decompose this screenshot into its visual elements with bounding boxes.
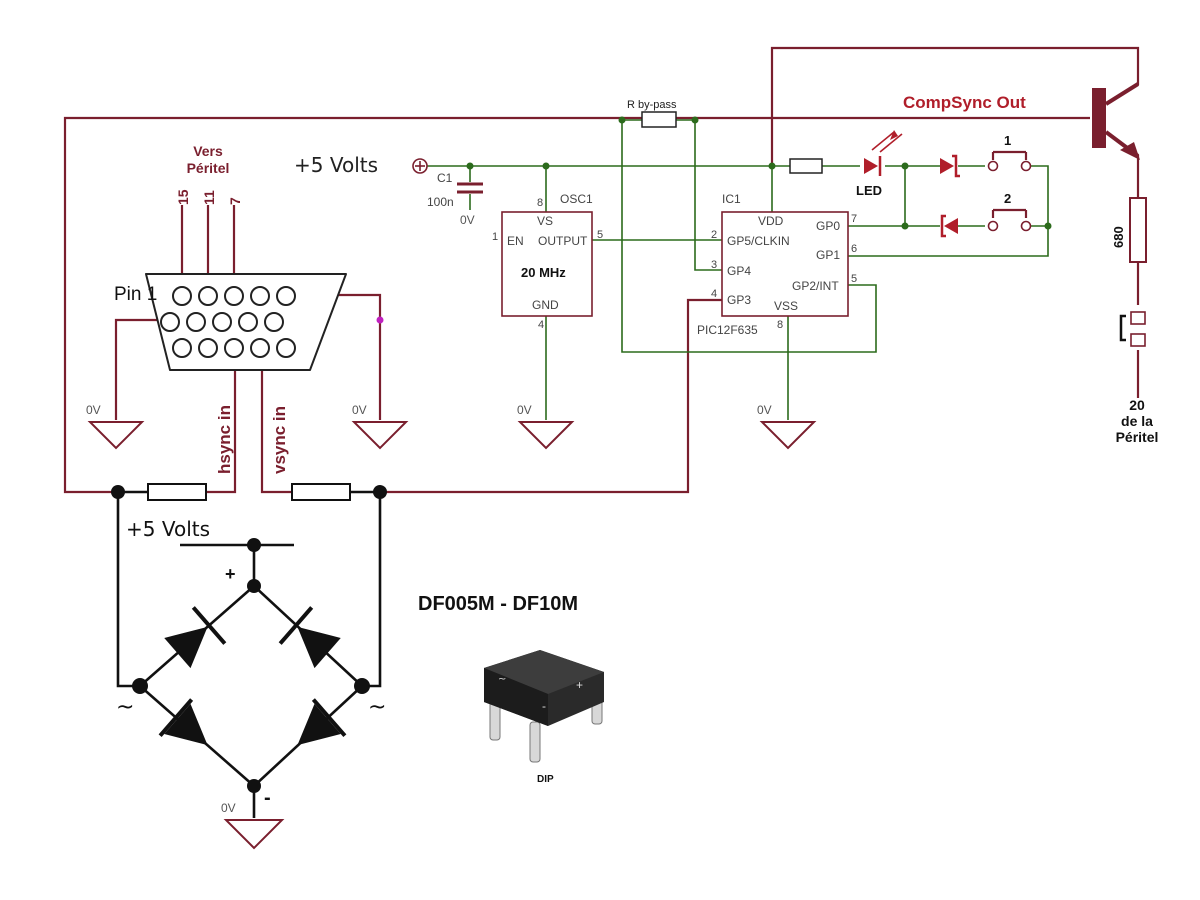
connector-pin-11: 11: [201, 190, 217, 205]
mcu-pin-num-gp1: 6: [851, 243, 857, 255]
connector-pins: [160, 286, 296, 358]
osc-pin-num-vs: 8: [537, 197, 543, 209]
osc-pin-num-gnd: 4: [538, 319, 544, 331]
bridge-ac-right: ~: [368, 695, 386, 720]
resistor-led: [789, 158, 823, 174]
bridge-diodes: [158, 606, 347, 746]
ground-mcu: [759, 421, 817, 450]
transistor-symbol: [1092, 82, 1140, 160]
mcu-box: [721, 211, 849, 317]
vsync-label: vsync in: [270, 406, 289, 474]
mcu-pin-vss: VSS: [774, 299, 798, 313]
ground-label-mcu: 0V: [757, 403, 772, 417]
compsync-out-label: CompSync Out: [903, 93, 1026, 112]
maroon-wires: [63, 46, 1140, 494]
mcu-pin-gp0: GP0: [816, 219, 840, 233]
mcu-pin-num-gp0: 7: [851, 213, 857, 225]
db15-connector: [145, 273, 347, 371]
junction-dots: [111, 116, 1052, 793]
osc-pin-num-output: 5: [597, 229, 603, 241]
bridge-ac-left: ~: [116, 695, 134, 720]
dip-package-image: [484, 650, 604, 763]
mcu-pin-num-gp3: 4: [711, 288, 717, 300]
resistor-hsync: [147, 483, 207, 501]
osc-pin-output: OUTPUT: [538, 234, 588, 248]
power-label-top: +5 Volts: [294, 153, 378, 177]
ground-connector-left: [87, 421, 145, 450]
mcu-pin-gp4: GP4: [727, 264, 751, 278]
output-pin-line2: de la: [1121, 413, 1153, 429]
resistor-vsync: [291, 483, 351, 501]
ground-label-left: 0V: [86, 403, 101, 417]
mcu-pin-num-gp2: 5: [851, 273, 857, 285]
dip-body-minus: -: [542, 699, 546, 713]
connector-pin-7: 7: [227, 197, 243, 205]
diode-1: [940, 154, 960, 178]
switch-2-label: 2: [1004, 191, 1011, 206]
dip-body-plus: +: [576, 678, 583, 692]
hsync-label: hsync in: [215, 405, 234, 474]
cap-name: C1: [437, 171, 453, 185]
bridge-title: DF005M - DF10M: [418, 593, 578, 615]
ground-symbols: [87, 421, 817, 850]
mcu-pin-num-gp4: 3: [711, 259, 717, 271]
led-label: LED: [856, 183, 882, 198]
connector-pin-15: 15: [175, 189, 191, 205]
bypass-resistor-label: R by-pass: [627, 99, 677, 111]
mcu-pin-gp3: GP3: [727, 293, 751, 307]
ground-label-bridge: 0V: [221, 801, 236, 815]
power-label-bridge: +5 Volts: [126, 517, 210, 541]
diode-2: [940, 214, 958, 238]
resistor-680: [1129, 197, 1147, 263]
led-symbol: [864, 130, 903, 176]
switch-1-label: 1: [1004, 133, 1011, 148]
bridge-diode-top-left: [164, 606, 227, 669]
oscillator-box: [501, 211, 593, 317]
connector-title-line1: Vers: [193, 143, 223, 159]
mcu-pin-num-gp5: 2: [711, 229, 717, 241]
mcu-pin-gp5: GP5/CLKIN: [727, 234, 790, 248]
power-terminal-icon: [412, 158, 428, 174]
ground-osc: [517, 421, 575, 450]
ground-label-right: 0V: [352, 403, 367, 417]
mcu-part: PIC12F635: [697, 323, 758, 337]
output-pin-line3: Péritel: [1116, 429, 1159, 445]
osc-pin-num-en: 1: [492, 231, 498, 243]
dip-body-ac: ~: [498, 674, 506, 685]
bridge-diode-bottom-left: [158, 698, 208, 746]
ground-label-osc: 0V: [517, 403, 532, 417]
mcu-pin-gp1: GP1: [816, 248, 840, 262]
osc-ref: OSC1: [560, 192, 593, 206]
peritel-jack: [1119, 311, 1146, 347]
bridge-diode-bottom-right: [297, 698, 347, 746]
cap-value: 100n: [427, 195, 454, 209]
bridge-package-label: DIP: [537, 774, 554, 785]
ground-bridge: [223, 819, 285, 850]
switch-contacts: [987, 160, 1032, 232]
mcu-ref: IC1: [722, 192, 741, 206]
bridge-minus-label: -: [264, 787, 271, 809]
osc-frequency: 20 MHz: [521, 265, 566, 280]
osc-pin-en: EN: [507, 234, 524, 248]
resistor-680-label: 680: [1111, 226, 1126, 248]
mcu-pin-vdd: VDD: [758, 214, 784, 228]
bridge-plus-label: +: [225, 564, 236, 584]
capacitor-c1: [457, 182, 483, 194]
output-pin-line1: 20: [1129, 397, 1145, 413]
mcu-pin-gp2: GP2/INT: [792, 279, 839, 293]
bridge-diode-top-right: [278, 606, 341, 669]
osc-pin-vs: VS: [537, 214, 553, 228]
mcu-pin-num-vss: 8: [777, 319, 783, 331]
osc-pin-gnd: GND: [532, 298, 559, 312]
ground-label-cap: 0V: [460, 213, 475, 227]
ground-connector-right: [351, 421, 409, 450]
resistor-bypass: [641, 111, 677, 128]
connector-title-line2: Péritel: [187, 160, 230, 176]
connector-pin1-label: Pin 1: [114, 284, 157, 305]
